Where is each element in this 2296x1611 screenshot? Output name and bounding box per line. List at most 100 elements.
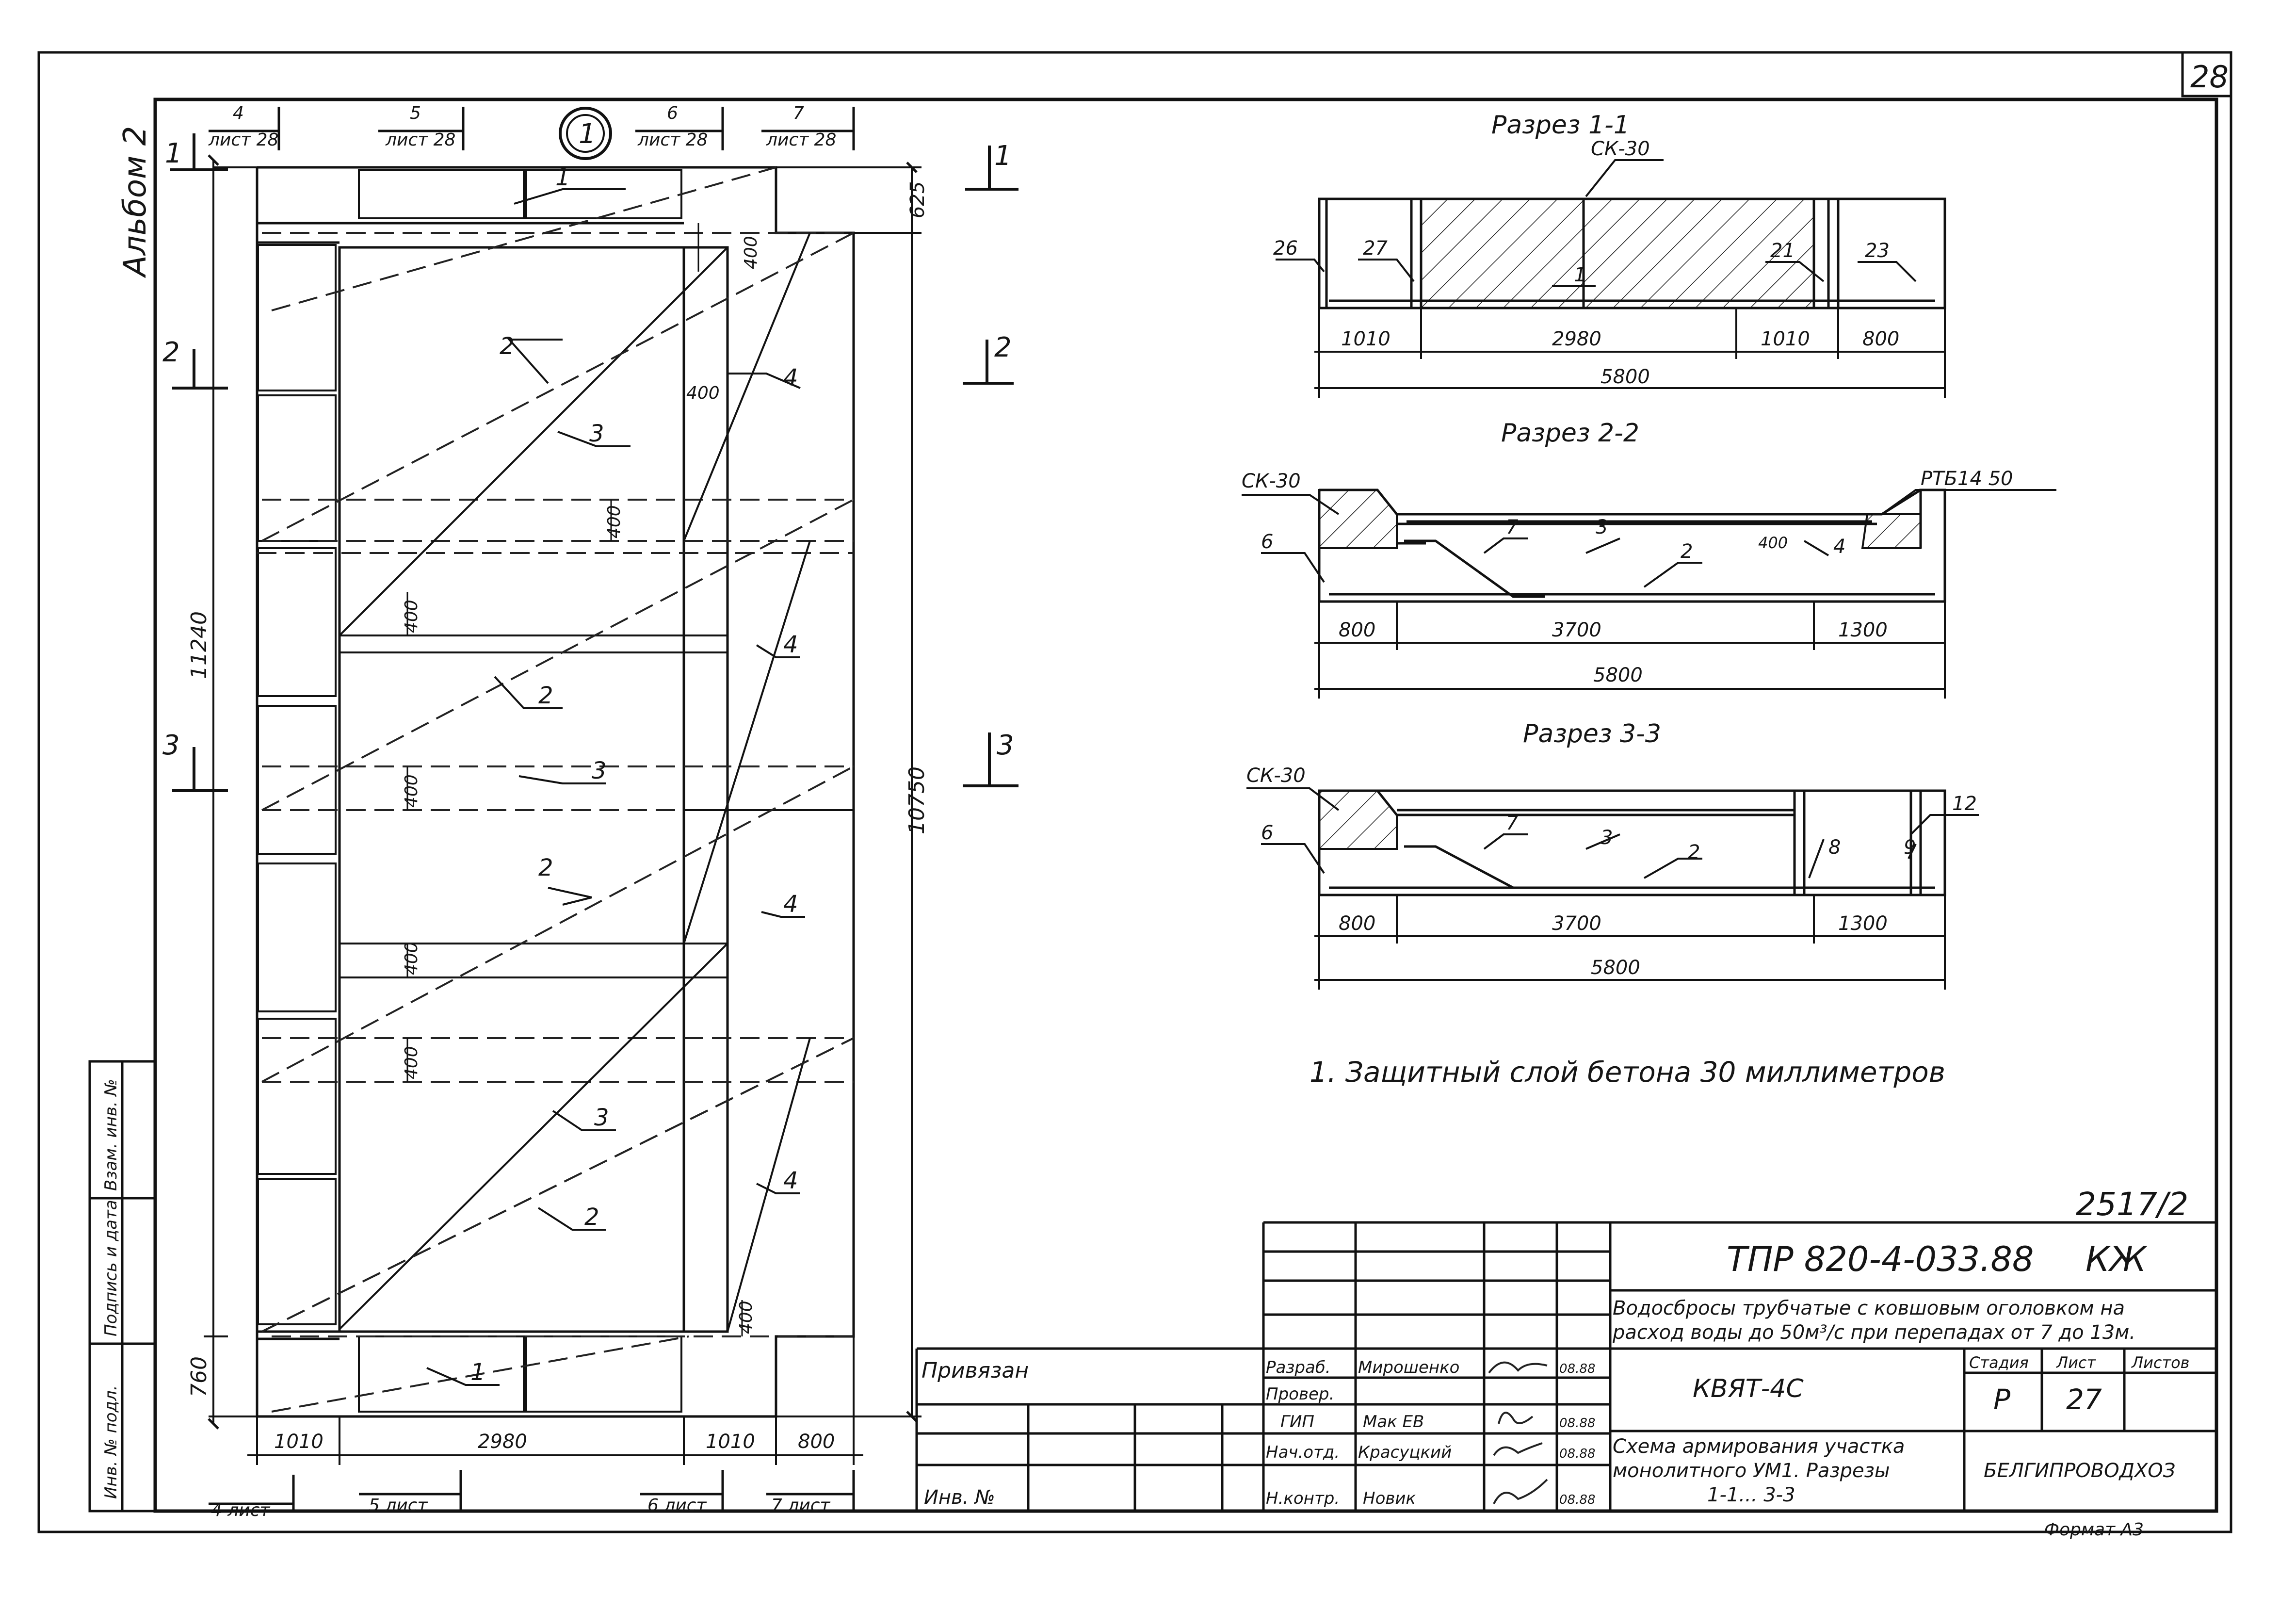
plan-view: 400 400 400 400 400 400 400 400 1: [162, 103, 1019, 1520]
dim-400-b: 400: [686, 383, 720, 403]
s22-label-6: 6: [1261, 531, 1273, 553]
bar-label-4-b: 4: [783, 631, 798, 658]
dim-left-total: 11240: [187, 611, 211, 679]
stamp-project: КВЯТ-4С: [1693, 1374, 1804, 1403]
s22-dim-800: 800: [1339, 619, 1375, 641]
s11-label-26: 26: [1273, 237, 1298, 260]
role-1: Провер.: [1266, 1384, 1334, 1404]
s11-label-21: 21: [1770, 240, 1795, 262]
s22-label-400: 400: [1758, 534, 1788, 552]
role-3: Нач.отд.: [1266, 1443, 1340, 1462]
role-4-name: Новик: [1363, 1489, 1416, 1508]
sheet-number: 28: [2190, 59, 2229, 95]
bar-label-3-a: 3: [589, 420, 604, 447]
s33-dim-800: 800: [1339, 912, 1375, 935]
dim-400-g: 400: [402, 1046, 421, 1079]
side-cell-podpis: Подпись и дата: [101, 1200, 121, 1336]
s33-label-6: 6: [1261, 822, 1273, 844]
s33-label-2: 2: [1688, 841, 1700, 863]
stamp-binding: Привязан: [922, 1358, 1029, 1383]
s11-dim-2980: 2980: [1552, 328, 1601, 350]
stamp-stage-value: Р: [1993, 1383, 2010, 1416]
dim-400-e: 400: [402, 774, 421, 808]
section-marker-3-left: 3: [162, 730, 180, 761]
bar-label-2-d: 2: [584, 1204, 599, 1231]
dim-bottom-2980: 2980: [478, 1431, 527, 1453]
dim-400-c: 400: [604, 505, 624, 538]
s22-label-7: 7: [1506, 516, 1519, 538]
s22-label-4: 4: [1833, 536, 1845, 558]
s33-label-12: 12: [1952, 793, 1977, 815]
plan-badge-number: 1: [579, 118, 596, 150]
bar-label-2-c: 2: [538, 854, 553, 881]
stamp-doc-code: ТПР 820-4-033.88: [1727, 1239, 2034, 1279]
side-cell-inv-podl: Инв. № подл.: [101, 1385, 121, 1499]
role-2-date: 08.88: [1559, 1416, 1595, 1431]
stamp-title-line2: расход воды до 50м³/с при перепадах от 7…: [1612, 1321, 2135, 1344]
s22-label-3: 3: [1596, 516, 1608, 538]
s22-dim-total: 5800: [1593, 664, 1643, 686]
signatures: [1488, 1361, 1548, 1504]
dim-left-bottom: 760: [187, 1356, 211, 1397]
sheet-ref-top-6-num: 6: [667, 103, 678, 123]
s22-label-2: 2: [1681, 540, 1693, 563]
s33-label-9: 9: [1904, 836, 1916, 859]
stamp-col-stage: Стадия: [1969, 1353, 2029, 1372]
stamp-drawing-line1: Схема армирования участка: [1613, 1435, 1905, 1458]
section-2-2: Разрез 2-2 СК-30 РТБ14 50 6 7 3: [1242, 419, 2056, 699]
bar-label-4-a: 4: [783, 364, 798, 391]
role-0-date: 08.88: [1559, 1362, 1595, 1376]
role-0-name: Мирошенко: [1358, 1358, 1459, 1377]
bar-label-3-c: 3: [594, 1104, 609, 1131]
stamp-format: Формат А3: [2044, 1520, 2144, 1540]
general-note: 1. Защитный слой бетона 30 миллиметров: [1310, 1056, 1945, 1089]
s11-label-1: 1: [1574, 264, 1586, 286]
s33-dim-3700: 3700: [1552, 912, 1601, 935]
s22-callout-right: РТБ14 50: [1921, 468, 2013, 490]
s33-label-7: 7: [1506, 812, 1519, 834]
dim-bottom-1010-b: 1010: [706, 1431, 755, 1453]
sheet-ref-top-4-label: лист 28: [208, 130, 278, 150]
role-3-date: 08.88: [1559, 1447, 1595, 1461]
section-1-1: Разрез 1-1 СК-30 26 27 1 21 23: [1273, 111, 1946, 398]
dim-400-d: 400: [402, 600, 421, 633]
sheet-ref-top-5-label: лист 28: [385, 130, 455, 150]
album-label: Альбом 2: [117, 126, 153, 278]
dim-400-a: 400: [741, 236, 761, 269]
s22-dim-3700: 3700: [1552, 619, 1601, 641]
role-2: ГИП: [1280, 1412, 1314, 1432]
s11-dim-1010-b: 1010: [1761, 328, 1810, 350]
bar-label-4-d: 4: [783, 1167, 798, 1194]
stamp-roles: Разраб. Мирошенко 08.88 Провер. ГИП Мак …: [1266, 1358, 1595, 1508]
plan-bar-labels: 1 2 3 4 4 2 3 2 4 3 4 2 1: [470, 164, 798, 1386]
bar-label-2-b: 2: [538, 682, 553, 709]
s33-callout-left: СК-30: [1246, 765, 1306, 787]
role-3-name: Красуцкий: [1358, 1443, 1452, 1462]
s33-label-8: 8: [1828, 836, 1841, 859]
stamp-title-line1: Водосбросы трубчатые с ковшовым оголовко…: [1613, 1297, 2125, 1319]
s11-dim-total: 5800: [1601, 366, 1650, 388]
stamp-col-sheets: Листов: [2131, 1353, 2190, 1372]
s33-dim-total: 5800: [1591, 957, 1640, 979]
sheet-frame: [37, 51, 2232, 1533]
s11-label-23: 23: [1865, 240, 1890, 262]
stamp-sheet-value: 27: [2066, 1383, 2102, 1416]
side-cell-vzam: Взам. инв. №: [101, 1079, 121, 1191]
side-approval-column: [88, 1060, 157, 1513]
section-1-1-title: Разрез 1-1: [1491, 111, 1630, 140]
sheet-ref-top-7-label: лист 28: [766, 130, 836, 150]
s22-callout-left: СК-30: [1242, 470, 1301, 492]
dim-right-total: 10750: [905, 766, 929, 834]
bar-label-3-b: 3: [592, 757, 607, 784]
role-4-date: 08.88: [1559, 1493, 1595, 1507]
role-0: Разраб.: [1266, 1358, 1331, 1377]
s11-dim-800: 800: [1862, 328, 1899, 350]
s11-dim-1010-a: 1010: [1341, 328, 1391, 350]
section-marker-3-right: 3: [997, 730, 1014, 761]
s33-label-3: 3: [1601, 827, 1613, 849]
sheet-ref-top-7-num: 7: [793, 103, 804, 123]
sheet-ref-top-4-num: 4: [233, 103, 244, 123]
dim-bottom-1010-a: 1010: [274, 1431, 323, 1453]
s11-label-27: 27: [1363, 237, 1388, 260]
